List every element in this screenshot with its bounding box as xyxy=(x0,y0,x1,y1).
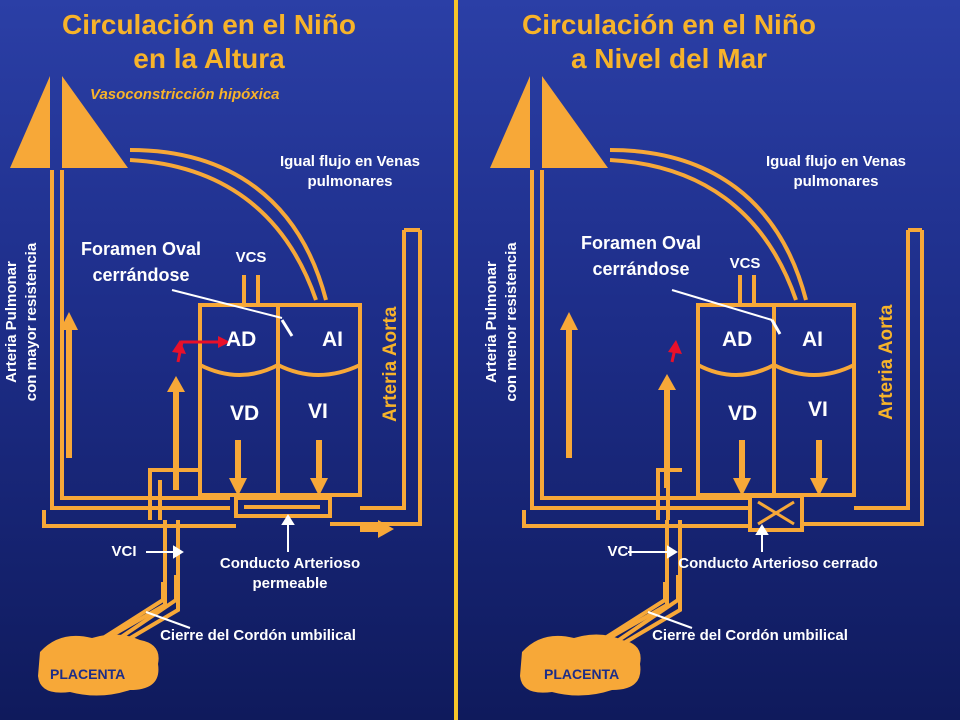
chamber-vi: VI xyxy=(808,398,828,421)
placenta-label: PLACENTA xyxy=(544,666,620,682)
pulmonary-artery-loop xyxy=(530,170,748,510)
vcs-label: VCS xyxy=(729,255,761,272)
aorta-label: Arteria Aorta xyxy=(380,306,401,422)
aorta-vessel xyxy=(854,230,910,510)
pulmonary-artery-label: Arteria Pulmonar con mayor resistencia xyxy=(3,242,40,402)
pulmonary-vein-arc xyxy=(609,148,808,301)
cord-label: Cierre del Cordón umbilical xyxy=(160,627,356,644)
vci-label: VCI xyxy=(111,543,137,560)
ductus-arteriosus xyxy=(748,494,804,532)
pulmonary-veins-label: Igual flujo en Venas pulmonares xyxy=(765,153,907,190)
title-sea-level: Circulación en el Niño a Nivel del Mar xyxy=(521,9,817,74)
pulmonary-artery-label: Arteria Pulmonar con menor resistencia xyxy=(483,242,520,402)
vci-label: VCI xyxy=(607,543,633,560)
foramen-oval-label: Foramen Oval cerrándose xyxy=(580,233,702,279)
lung-right xyxy=(62,76,128,168)
vcs-label: VCS xyxy=(235,249,267,266)
chamber-vd: VD xyxy=(728,402,758,425)
lung-left xyxy=(490,76,530,168)
aorta-label: Arteria Aorta xyxy=(876,304,897,420)
placenta-shape xyxy=(520,634,641,696)
chamber-ai: AI xyxy=(802,328,823,351)
chamber-vd: VD xyxy=(230,402,260,425)
placenta-label: PLACENTA xyxy=(50,666,126,682)
pulmonary-veins-label: Igual flujo en Venas pulmonares xyxy=(279,153,421,190)
panel-sea-level: Circulación en el Niño a Nivel del Mar I… xyxy=(482,0,960,720)
ductus-label: Conducto Arterioso permeable xyxy=(219,555,361,592)
circulation-diagram-sea-level xyxy=(490,76,924,696)
lung-right xyxy=(542,76,608,168)
panel-divider xyxy=(454,0,458,720)
panel-altitude: Circulación en el Niño en la Altura Vaso… xyxy=(0,0,478,720)
ductus-arteriosus xyxy=(234,496,332,518)
foramen-oval-label: Foramen Oval cerrándose xyxy=(80,239,202,285)
circulation-diagram-altitude xyxy=(10,76,422,696)
aorta-vessel xyxy=(360,230,406,510)
chamber-ai: AI xyxy=(322,328,343,351)
subtitle-hypoxic: Vasoconstricción hipóxica xyxy=(90,86,280,103)
pulmonary-vein-arc xyxy=(129,148,328,301)
chamber-ad: AD xyxy=(226,328,257,351)
title-altitude: Circulación en el Niño en la Altura xyxy=(61,9,357,74)
chamber-ad: AD xyxy=(722,328,753,351)
ductus-label: Conducto Arterioso cerrado xyxy=(678,555,878,572)
pulmonary-artery-loop xyxy=(50,170,230,510)
chamber-vi: VI xyxy=(308,400,328,423)
placenta-shape xyxy=(38,634,159,696)
inferior-vena-cava xyxy=(610,520,682,652)
cord-label: Cierre del Cordón umbilical xyxy=(652,627,848,644)
lung-left xyxy=(10,76,50,168)
